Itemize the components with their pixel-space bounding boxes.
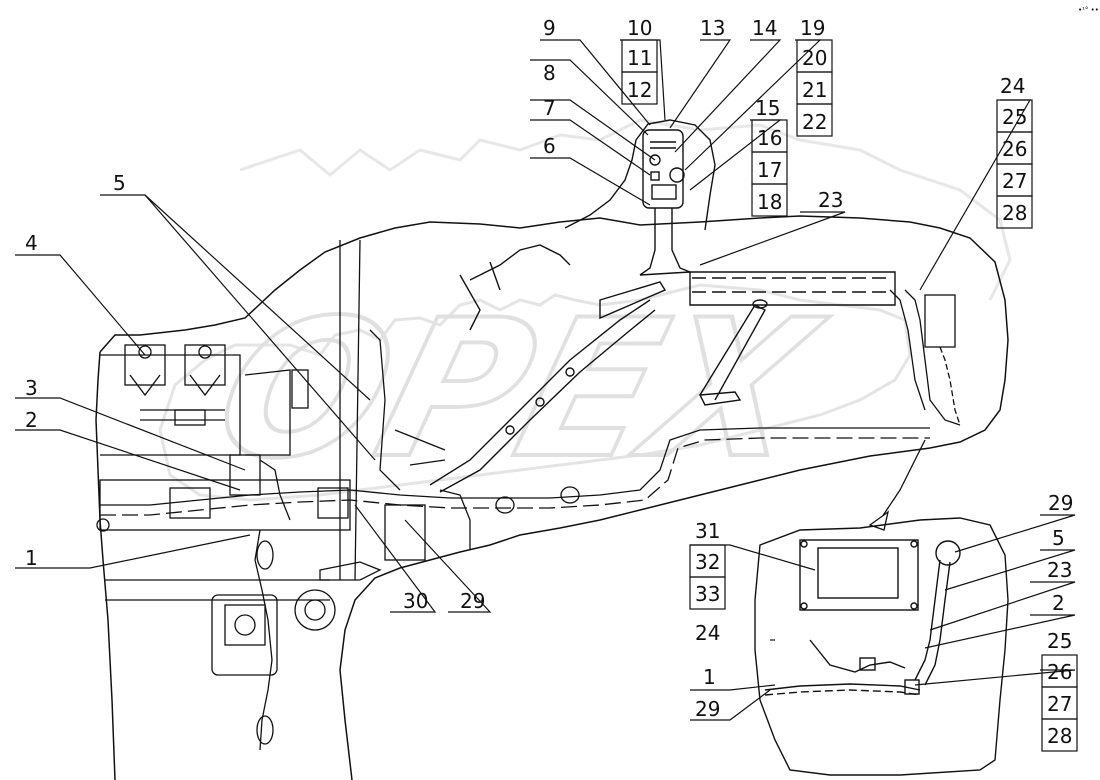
relay-block [100, 344, 309, 456]
callout-13: 13 [700, 16, 725, 40]
callout-4: 4 [25, 231, 38, 255]
callout-10: 10 [627, 16, 652, 40]
callout-29-inset-top: 29 [1048, 491, 1073, 515]
callout-33: 33 [695, 582, 720, 606]
callout-14: 14 [752, 16, 777, 40]
pedal-assembly [429, 244, 768, 493]
callout-26: 26 [1002, 137, 1027, 161]
callout-29-inset-bottom: 29 [695, 697, 720, 721]
callout-21: 21 [802, 78, 827, 102]
callout-5-inset: 5 [1052, 526, 1065, 550]
callout-15: 15 [755, 96, 780, 120]
callout-11: 11 [627, 46, 652, 70]
callout-1: 1 [25, 546, 38, 570]
callout-labels: 1 2 3 4 5 6 7 8 9 10 11 12 13 14 15 16 1… [25, 16, 1073, 748]
callout-boxes [621, 39, 1078, 752]
callout-28-inset: 28 [1047, 724, 1072, 748]
callout-28: 28 [1002, 201, 1027, 225]
callout-8: 8 [543, 61, 556, 85]
callout-6: 6 [543, 134, 556, 158]
callout-3: 3 [25, 376, 38, 400]
callout-7: 7 [543, 96, 556, 120]
callout-22: 22 [802, 110, 827, 134]
control-panel-detail [564, 119, 896, 306]
callout-24-inset: 24 [695, 621, 720, 645]
callout-9: 9 [543, 16, 556, 40]
callout-32: 32 [695, 550, 720, 574]
callout-12: 12 [627, 78, 652, 102]
callout-19: 19 [800, 16, 825, 40]
callout-2: 2 [25, 408, 38, 432]
callout-18: 18 [757, 190, 782, 214]
callout-16: 16 [757, 126, 782, 150]
callout-25-inset: 25 [1047, 629, 1072, 653]
callout-27: 27 [1002, 169, 1027, 193]
inset-detail [754, 517, 1009, 776]
callout-2-inset: 2 [1052, 591, 1065, 615]
callout-25: 25 [1002, 105, 1027, 129]
callout-27-inset: 27 [1047, 692, 1072, 716]
callout-29: 29 [460, 589, 485, 613]
watermark: OPEX [158, 118, 1012, 502]
callout-24: 24 [1000, 74, 1025, 98]
lower-left-components [96, 239, 580, 751]
corner-mark: •¹° ••• [1078, 6, 1100, 14]
callout-17: 17 [757, 158, 782, 182]
watermark-text: OPEX [196, 279, 841, 500]
callout-23: 23 [818, 188, 843, 212]
callout-5: 5 [113, 171, 126, 195]
callout-20: 20 [802, 46, 827, 70]
callout-31: 31 [695, 519, 720, 543]
callout-26-inset: 26 [1047, 660, 1072, 684]
callout-30: 30 [403, 589, 428, 613]
callout-1-inset: 1 [703, 665, 716, 689]
callout-23-inset: 23 [1047, 558, 1072, 582]
